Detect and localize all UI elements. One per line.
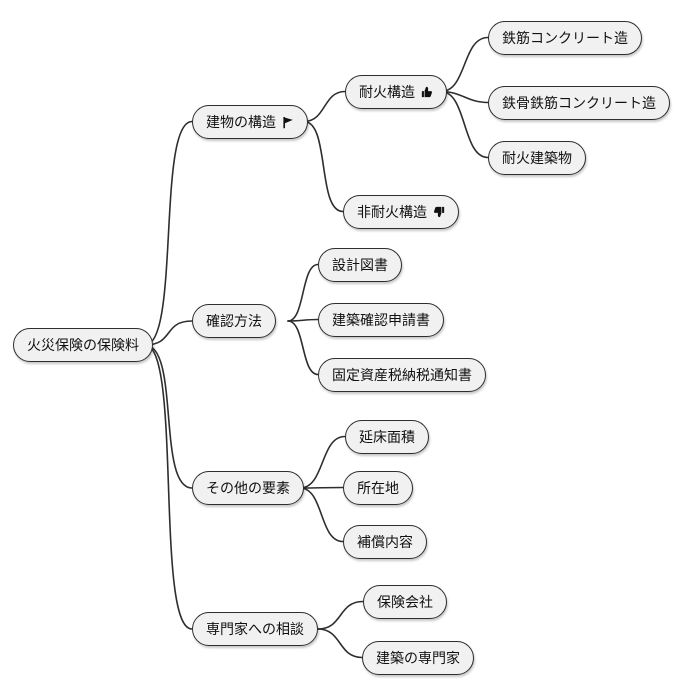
node-fireproof-building[interactable]: 耐火建築物 <box>488 141 586 175</box>
node-label: 所在地 <box>357 481 399 497</box>
node-architecture-expert[interactable]: 建築の専門家 <box>362 641 474 675</box>
node-non-fireproof-structure[interactable]: 非耐火構造 <box>343 195 459 229</box>
node-src-construction[interactable]: 鉄骨鉄筋コンクリート造 <box>488 86 670 120</box>
node-label: 確認方法 <box>206 314 262 330</box>
node-label: 建築確認申請書 <box>332 313 430 329</box>
node-confirmation-method[interactable]: 確認方法 <box>192 304 276 338</box>
node-label: 非耐火構造 <box>357 205 427 221</box>
node-label: 耐火建築物 <box>502 151 572 167</box>
connector-root-expert <box>144 344 193 630</box>
node-label: その他の要素 <box>206 481 290 497</box>
connector-expert-architect <box>317 628 363 659</box>
node-label: 延床面積 <box>359 430 415 446</box>
node-label: 補償内容 <box>357 535 413 551</box>
node-fireproof-structure[interactable]: 耐火構造 <box>345 75 447 109</box>
connector-method-drawings <box>287 263 319 322</box>
node-label: 建築の専門家 <box>376 651 460 667</box>
node-label: 火災保険の保険料 <box>27 338 139 354</box>
node-location[interactable]: 所在地 <box>343 471 413 505</box>
connector-root-other <box>144 344 193 489</box>
node-consult-experts[interactable]: 専門家への相談 <box>192 612 318 646</box>
connector-method-taxnotice <box>287 320 319 376</box>
node-rc-construction[interactable]: 鉄筋コンクリート造 <box>488 21 642 55</box>
connector-building-nonfireproof <box>303 120 344 213</box>
node-building-structure[interactable]: 建物の構造 <box>192 105 308 139</box>
node-label: 建物の構造 <box>206 115 276 131</box>
thumbs-down-icon <box>433 206 445 218</box>
node-coverage-content[interactable]: 補償内容 <box>343 525 427 559</box>
connector-other-location <box>299 486 344 489</box>
connector-root-building <box>144 120 193 346</box>
connector-fireproof-rc <box>440 36 489 93</box>
node-label: 鉄筋コンクリート造 <box>502 31 628 47</box>
node-other-factors[interactable]: その他の要素 <box>192 471 304 505</box>
node-insurance-company[interactable]: 保険会社 <box>363 585 447 619</box>
flag-icon <box>282 116 294 129</box>
node-label: 耐火構造 <box>359 85 415 101</box>
node-label: 固定資産税納税通知書 <box>332 368 472 384</box>
connector-other-floorarea <box>299 435 346 489</box>
node-total-floor-area[interactable]: 延床面積 <box>345 420 429 454</box>
node-building-confirmation-application[interactable]: 建築確認申請書 <box>318 303 444 337</box>
node-label: 保険会社 <box>377 595 433 611</box>
thumbs-up-icon <box>421 86 433 98</box>
connector-expert-insurer <box>317 600 364 630</box>
node-label: 専門家への相談 <box>206 622 304 638</box>
node-label: 鉄骨鉄筋コンクリート造 <box>502 96 656 112</box>
node-label: 設計図書 <box>332 258 388 274</box>
node-root[interactable]: 火災保険の保険料 <box>13 328 153 362</box>
connector-other-coverage <box>299 487 344 543</box>
connector-building-fireproof <box>303 90 346 123</box>
node-design-documents[interactable]: 設計図書 <box>318 248 402 282</box>
connector-fireproof-building <box>440 90 489 159</box>
node-property-tax-notice[interactable]: 固定資産税納税通知書 <box>318 358 486 392</box>
